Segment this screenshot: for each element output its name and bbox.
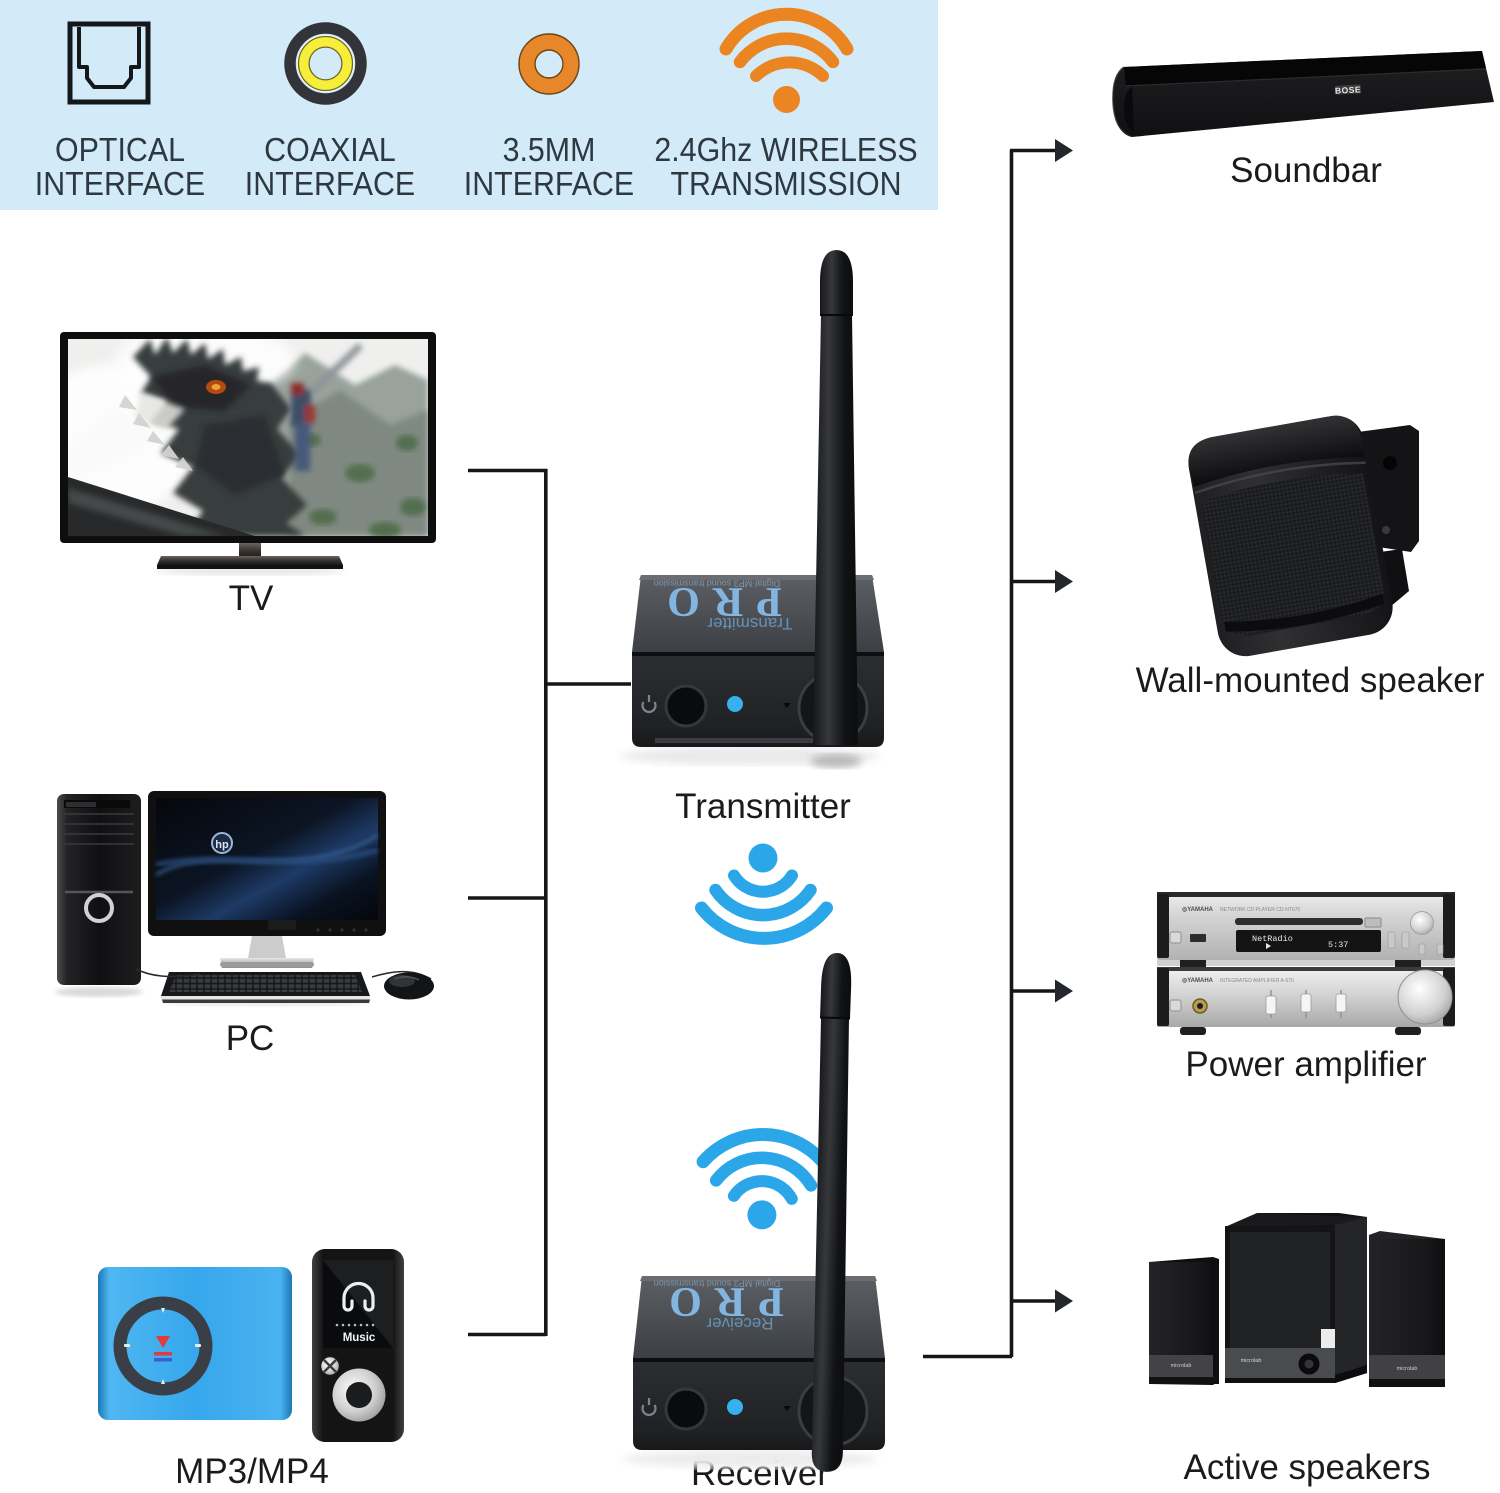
svg-text:INTEGRATED AMPLIFIER A-670: INTEGRATED AMPLIFIER A-670 bbox=[1220, 978, 1294, 984]
svg-text:Digital·MP3 sound transmission: Digital·MP3 sound transmission bbox=[654, 1279, 781, 1289]
svg-text:BOSE: BOSE bbox=[1335, 84, 1362, 95]
svg-text:microlab: microlab bbox=[1171, 1363, 1192, 1369]
svg-text:5:37: 5:37 bbox=[1328, 940, 1348, 950]
svg-text:microlab: microlab bbox=[1241, 1358, 1262, 1364]
svg-text:◎YAMAHA: ◎YAMAHA bbox=[1182, 907, 1214, 913]
svg-text:Transmitter: Transmitter bbox=[707, 614, 793, 633]
svg-text:PRO: PRO bbox=[656, 1278, 784, 1324]
svg-text:Music: Music bbox=[343, 1332, 376, 1344]
svg-text:hp: hp bbox=[215, 839, 229, 851]
svg-text:◎YAMAHA: ◎YAMAHA bbox=[1182, 978, 1214, 984]
svg-text:Digital·MP3 sound transmission: Digital·MP3 sound transmission bbox=[654, 579, 781, 589]
svg-text:Receiver: Receiver bbox=[706, 1314, 773, 1333]
svg-text:microlab: microlab bbox=[1397, 1366, 1418, 1372]
svg-text:NetRadio: NetRadio bbox=[1252, 934, 1293, 944]
svg-text:PRO: PRO bbox=[654, 578, 782, 624]
svg-text:NETWORK CD PLAYER CD-NT670: NETWORK CD PLAYER CD-NT670 bbox=[1220, 907, 1300, 913]
